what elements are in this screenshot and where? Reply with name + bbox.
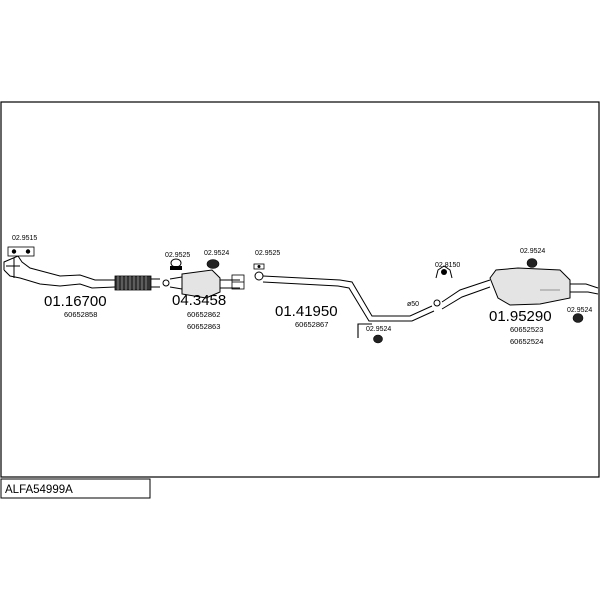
ref-centre-pipe: 60652867 bbox=[295, 320, 328, 329]
fitting-label-bracket: 02.9524 bbox=[366, 326, 391, 333]
diameter-label: ø50 bbox=[407, 301, 419, 308]
support-bracket-icon bbox=[357, 323, 383, 344]
front-pipe[interactable] bbox=[3, 255, 160, 291]
diagram-frame bbox=[0, 101, 600, 478]
ref-catalyst-1: 60652862 bbox=[187, 310, 220, 319]
rear-silencer[interactable] bbox=[441, 267, 599, 310]
diagram-title: ALFA54999A bbox=[5, 484, 73, 496]
catalytic-converter[interactable] bbox=[162, 269, 240, 299]
ref-rear-silencer-1: 60652523 bbox=[510, 325, 543, 334]
ref-catalyst-2: 60652863 bbox=[187, 322, 220, 331]
fitting-label-gasket-1: 02.9524 bbox=[204, 250, 229, 257]
rear-clamp-icon bbox=[435, 265, 453, 279]
clamp-icon bbox=[170, 258, 182, 270]
fitting-label-front-flange: 02.9515 bbox=[12, 235, 37, 242]
rear-hanger-icon-2 bbox=[572, 313, 584, 323]
title-box bbox=[0, 478, 151, 499]
fitting-label-clamp-2: 02.9525 bbox=[255, 250, 280, 257]
fitting-label-rear-hanger-1: 02.9524 bbox=[520, 248, 545, 255]
part-number-rear-silencer: 01.95290 bbox=[489, 308, 552, 325]
fitting-label-rear-hanger-2: 02.9524 bbox=[567, 307, 592, 314]
rear-hanger-icon-1 bbox=[526, 258, 538, 268]
front-flange-icon bbox=[7, 246, 35, 257]
flange-icon bbox=[231, 274, 245, 290]
fitting-label-rear-clamp: 02.8150 bbox=[435, 262, 460, 269]
gasket-icon bbox=[206, 259, 220, 269]
rear-joint-icon bbox=[433, 299, 441, 307]
part-number-front-pipe: 01.16700 bbox=[44, 293, 107, 310]
centre-clamp-icon bbox=[253, 263, 265, 270]
ref-front-pipe: 60652858 bbox=[64, 310, 97, 319]
fitting-label-clamp-1: 02.9525 bbox=[165, 252, 190, 259]
ref-rear-silencer-2: 60652524 bbox=[510, 337, 543, 346]
part-number-centre-pipe: 01.41950 bbox=[275, 303, 338, 320]
centre-pipe[interactable] bbox=[254, 271, 435, 322]
part-number-catalyst: 04.3458 bbox=[172, 292, 226, 309]
